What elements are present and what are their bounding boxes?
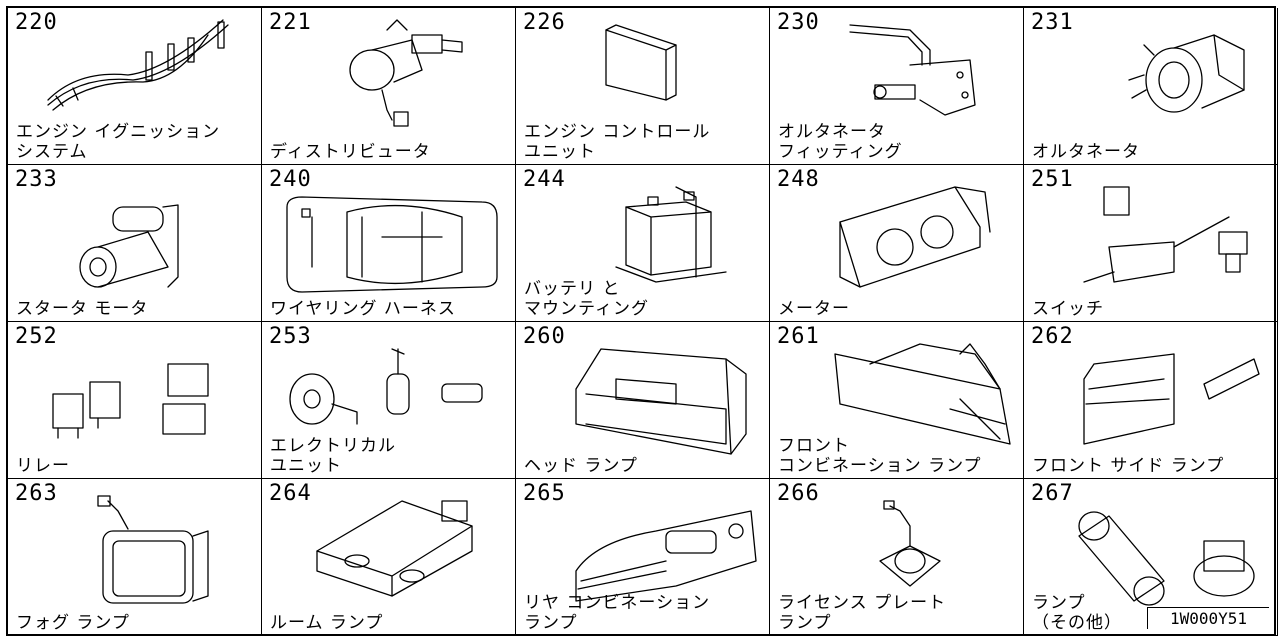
part-cell-266[interactable]: 266 ライセンス プレート ランプ (770, 479, 1024, 636)
meter-cluster-illustration (839, 186, 991, 288)
part-number: 240 (269, 167, 312, 192)
part-label: フロント サイド ランプ (1032, 456, 1225, 476)
switch-illustration (1083, 186, 1248, 283)
part-cell-230[interactable]: 230 オルタネータ フィッティング (770, 8, 1024, 165)
part-cell-233[interactable]: 233 スタータ モータ (8, 165, 262, 322)
part-cell-220[interactable]: 220 エンジン イグニッション システム (8, 8, 262, 165)
part-cell-262[interactable]: 262 フロント サイド ランプ (1024, 322, 1278, 479)
part-label: バッテリ と マウンティング (524, 279, 649, 319)
parts-index-grid: 220 エンジン イグニッション システム 221 ディストリビュータ 226 … (6, 6, 1278, 636)
part-label: リレー (16, 456, 70, 476)
part-label: ワイヤリング ハーネス (270, 299, 456, 319)
part-cell-244[interactable]: 244 バッテリ と マウンティング (516, 165, 770, 322)
part-number: 261 (777, 324, 820, 349)
part-cell-263[interactable]: 263 フォグ ランプ (8, 479, 262, 636)
rear-combination-lamp-illustration (575, 510, 757, 602)
part-label: スタータ モータ (16, 299, 149, 319)
part-label: ヘッド ランプ (524, 456, 638, 476)
relay-illustration (52, 363, 209, 439)
fog-lamp-illustration (97, 495, 209, 604)
part-cell-240[interactable]: 240 ワイヤリング ハーネス (262, 165, 516, 322)
part-number: 248 (777, 167, 820, 192)
part-label: ランプ （その他） (1032, 593, 1122, 633)
part-label: スイッチ (1032, 299, 1104, 319)
part-label: ディストリビュータ (270, 142, 431, 162)
part-label: フロント コンビネーション ランプ (778, 436, 982, 476)
part-number: 231 (1031, 10, 1074, 35)
part-cell-251[interactable]: 251 スイッチ (1024, 165, 1278, 322)
part-label: エンジン コントロール ユニット (524, 122, 711, 162)
part-cell-226[interactable]: 226 エンジン コントロール ユニット (516, 8, 770, 165)
part-label: リヤ コンビネーション ランプ (524, 593, 711, 633)
part-cell-265[interactable]: 265 リヤ コンビネーション ランプ (516, 479, 770, 636)
part-label: エンジン イグニッション システム (16, 122, 221, 162)
front-side-lamp-illustration (1083, 353, 1260, 445)
part-cell-248[interactable]: 248 メーター (770, 165, 1024, 322)
wiring-harness-illustration (286, 196, 498, 293)
part-cell-252[interactable]: 252 リレー (8, 322, 262, 479)
part-cell-261[interactable]: 261 フロント コンビネーション ランプ (770, 322, 1024, 479)
part-label: エレクトリカル ユニット (270, 436, 396, 476)
part-number: 233 (15, 167, 58, 192)
part-cell-253[interactable]: 253 エレクトリカル ユニット (262, 322, 516, 479)
part-cell-260[interactable]: 260 ヘッド ランプ (516, 322, 770, 479)
part-label: オルタネータ フィッティング (778, 122, 903, 162)
head-lamp-illustration (575, 348, 747, 455)
part-number: 264 (269, 481, 312, 506)
battery-mounting-illustration (615, 186, 727, 283)
front-combination-lamp-illustration (834, 343, 1011, 445)
engine-control-unit-illustration (605, 24, 677, 101)
part-number: 220 (15, 10, 58, 35)
part-number: 265 (523, 481, 566, 506)
part-number: 260 (523, 324, 566, 349)
part-number: 263 (15, 481, 58, 506)
part-cell-264[interactable]: 264 ルーム ランプ (262, 479, 516, 636)
ignition-system-illustration (47, 19, 229, 111)
part-cell-231[interactable]: 231 オルタネータ (1024, 8, 1278, 165)
part-number: 221 (269, 10, 312, 35)
part-number: 252 (15, 324, 58, 349)
alternator-illustration (1128, 34, 1245, 113)
alternator-fitting-illustration (849, 24, 976, 116)
starter-motor-illustration (79, 204, 179, 288)
electrical-unit-illustration (289, 348, 483, 425)
part-number: 251 (1031, 167, 1074, 192)
part-label: ライセンス プレート ランプ (778, 593, 947, 633)
license-plate-lamp-illustration (879, 500, 941, 587)
misc-lamp-illustration (1078, 511, 1255, 606)
part-number: 267 (1031, 481, 1074, 506)
part-cell-221[interactable]: 221 ディストリビュータ (262, 8, 516, 165)
figure-code: 1W000Y51 (1147, 607, 1269, 629)
part-cell-267[interactable]: 267 ランプ （その他） (1024, 479, 1278, 636)
part-number: 244 (523, 167, 566, 192)
part-label: オルタネータ (1032, 142, 1140, 162)
part-number: 230 (777, 10, 820, 35)
part-number: 253 (269, 324, 312, 349)
room-lamp-illustration (316, 500, 473, 597)
part-number: 266 (777, 481, 820, 506)
part-label: メーター (778, 299, 850, 319)
part-number: 262 (1031, 324, 1074, 349)
part-label: フォグ ランプ (16, 613, 130, 633)
part-label: ルーム ランプ (270, 613, 384, 633)
part-number: 226 (523, 10, 566, 35)
distributor-illustration (349, 19, 463, 127)
